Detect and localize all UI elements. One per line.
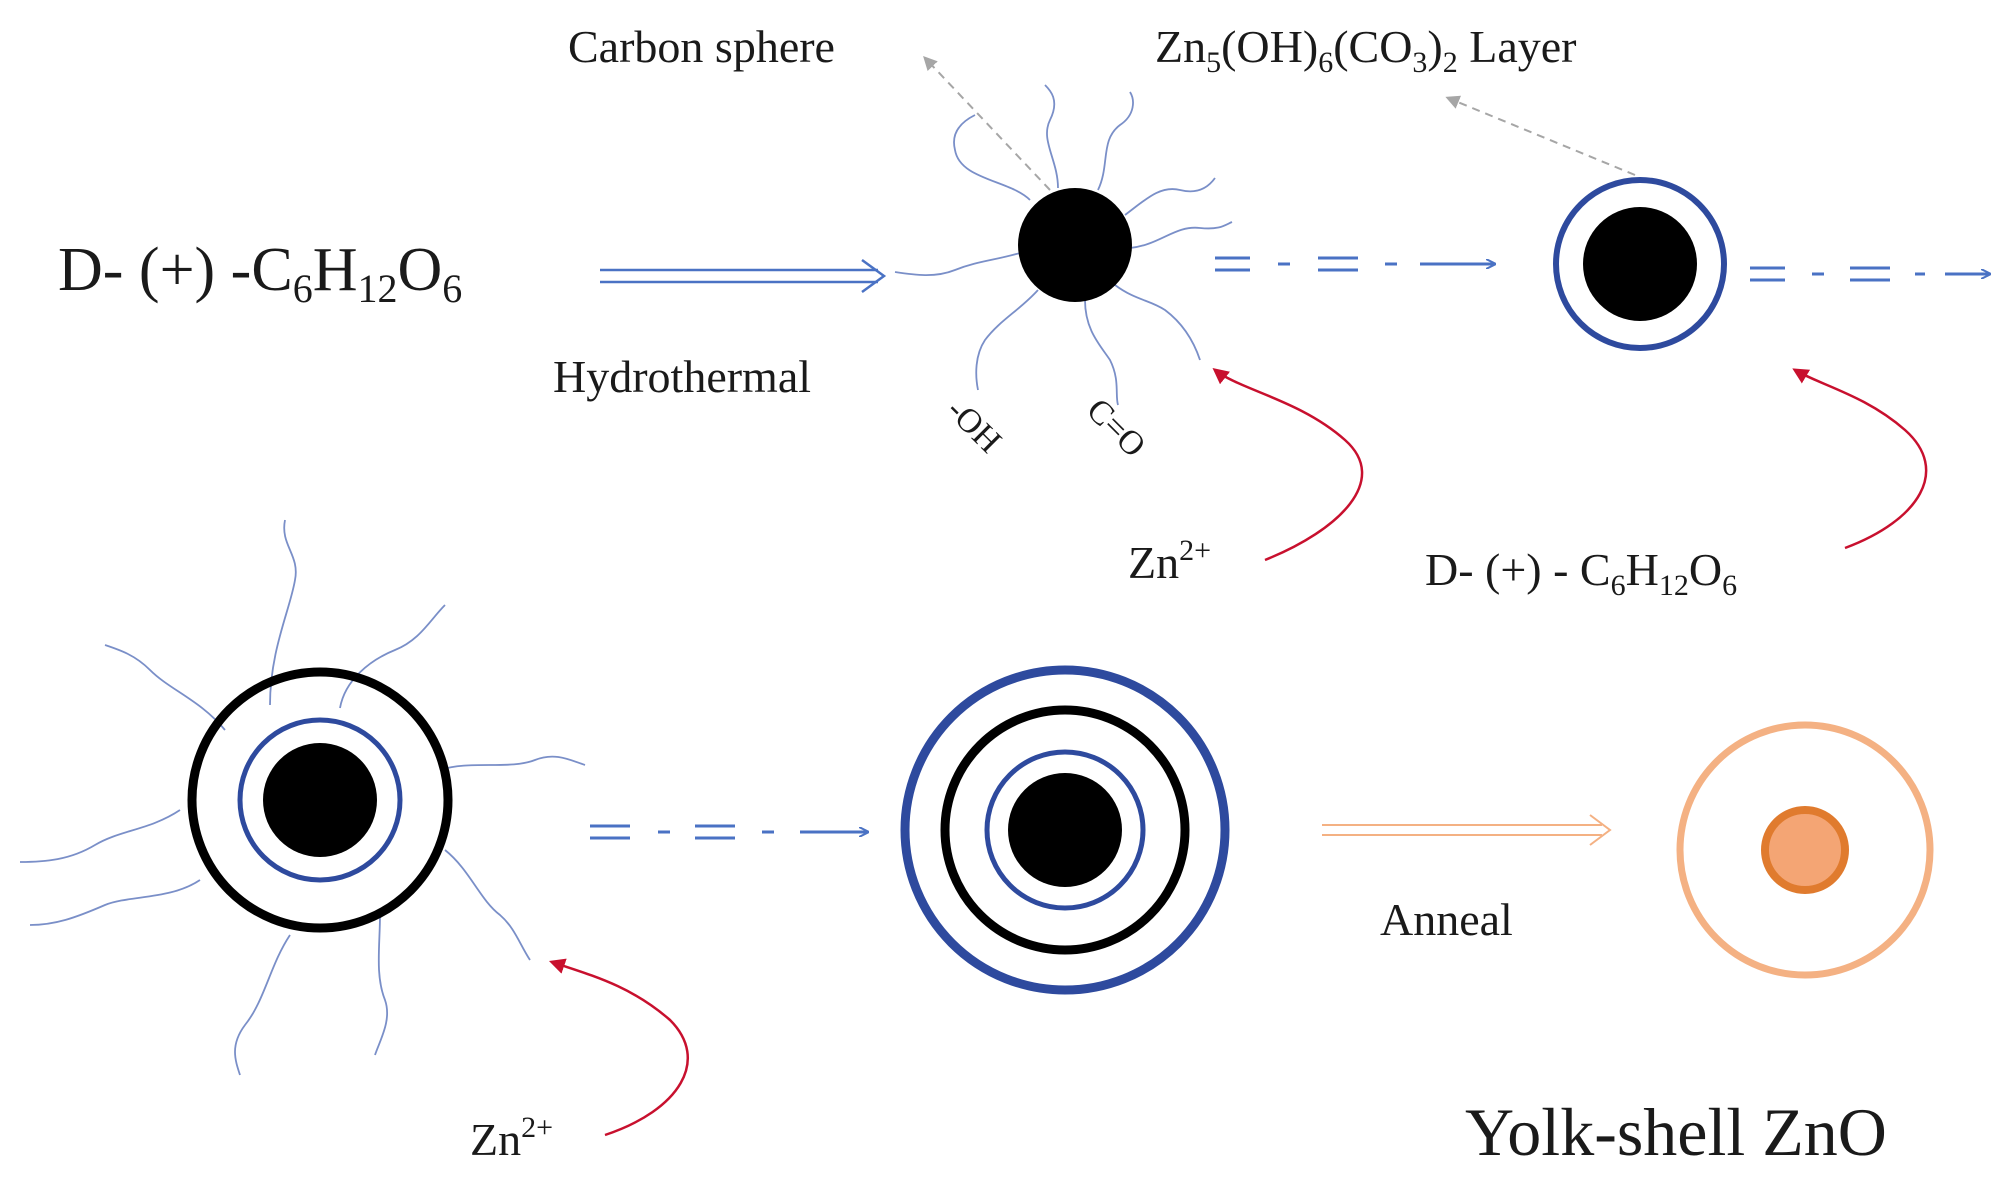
carbon-core: [1018, 188, 1132, 302]
carbon-sphere-zn-layer: [1553, 177, 1727, 351]
carbon-core: [263, 743, 377, 857]
carbon-core: [1008, 773, 1122, 887]
oh-group-label: -OH: [939, 391, 1008, 460]
glucose-formula-small: D- (+) - C6H12O6: [1425, 544, 1737, 602]
zn-ion-label-1: Zn2+: [1128, 534, 1211, 588]
anneal-label: Anneal: [1380, 894, 1513, 945]
inner-zn-layer-ring: [984, 749, 1146, 911]
zno-shell: [1676, 721, 1934, 979]
process-arrow-1: [1215, 256, 1495, 272]
zn-layer-leader: [1445, 95, 1636, 176]
anneal-arrow: [1322, 814, 1612, 846]
zn-ion-label-2: Zn2+: [470, 1111, 553, 1165]
co-group-label: C=O: [1079, 391, 1152, 464]
zn-layer-label: Zn5(OH)6(CO3)2 Layer: [1155, 21, 1577, 79]
carbon-shell-ring: [940, 705, 1190, 955]
yolk-shell-label: Yolk-shell ZnO: [1465, 1094, 1887, 1170]
multi-shell-sphere: [900, 665, 1230, 995]
carbon-shell-functionalized: [19, 519, 586, 1076]
zn-layer-ring: [237, 717, 403, 883]
functional-group-hairs: [894, 84, 1233, 406]
carbon-sphere-leader: [923, 55, 1051, 191]
process-arrow-2: [1750, 266, 1990, 282]
yolk-shell-zno: [1676, 721, 1934, 979]
process-arrow-3: [590, 824, 868, 840]
zn-ion-arrow-1: [1212, 368, 1364, 562]
hydrothermal-arrow: [600, 258, 887, 294]
hydrothermal-label: Hydrothermal: [553, 351, 811, 402]
carbon-sphere-label: Carbon sphere: [568, 21, 835, 72]
zno-yolk: [1761, 806, 1849, 894]
zn-layer-ring: [1553, 177, 1727, 351]
carbon-sphere-functionalized: [894, 84, 1233, 406]
carbon-core: [1583, 207, 1697, 321]
functional-group-hairs: [19, 519, 586, 1076]
glucose-formula: D- (+) -C6H12O6: [58, 236, 462, 311]
glucose-arrow: [1792, 368, 1928, 550]
zn-ion-arrow-2: [548, 958, 689, 1137]
outer-zn-layer-ring: [900, 665, 1230, 995]
outer-carbon-shell-ring: [187, 667, 453, 933]
